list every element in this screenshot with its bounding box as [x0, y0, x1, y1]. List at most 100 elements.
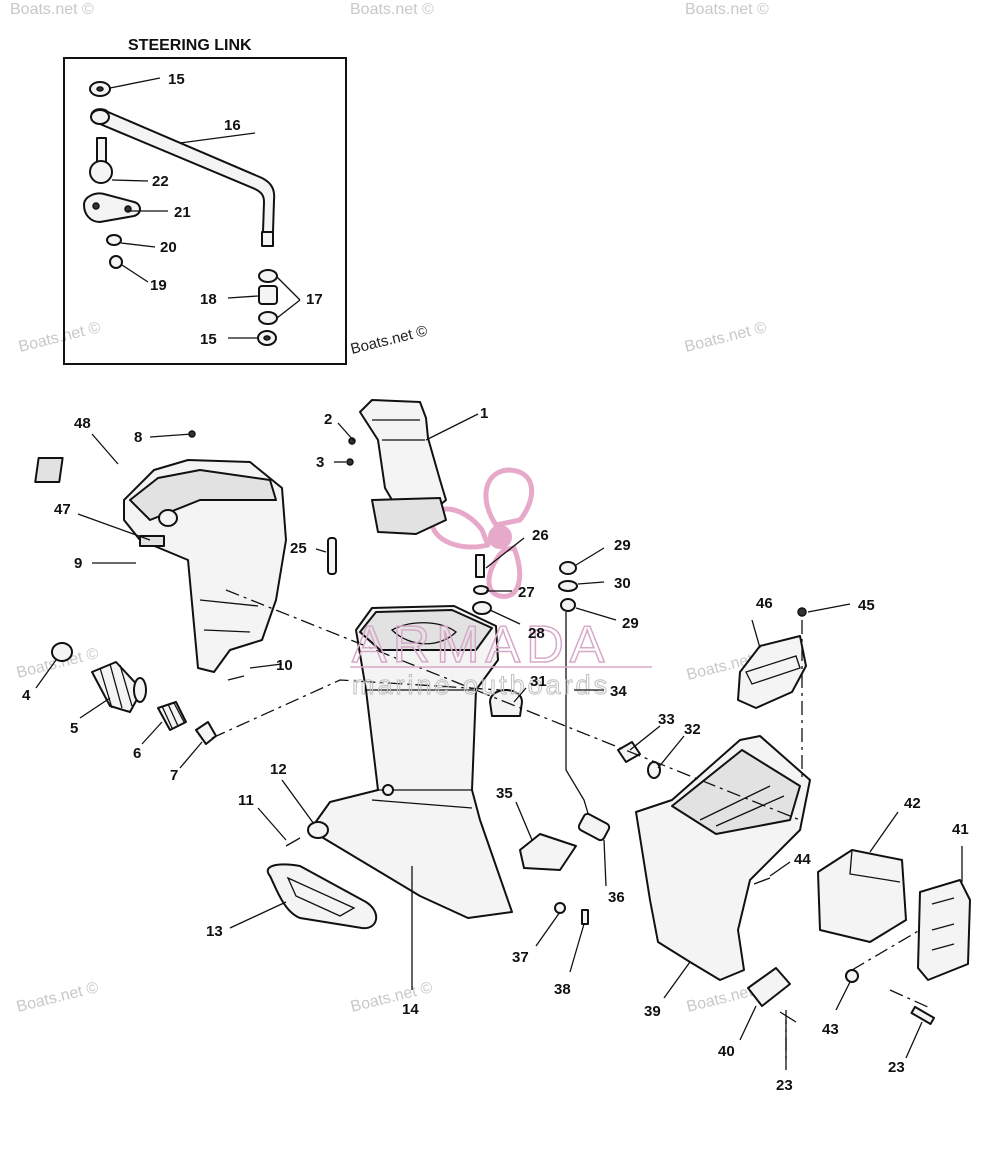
part-48-decal: [34, 457, 64, 483]
part-37-washer: [554, 902, 566, 914]
label-part-11: 11: [238, 792, 254, 809]
label-part-37: 37: [512, 949, 529, 966]
label-part-16: 16: [224, 117, 241, 134]
main-assembly: [34, 399, 971, 1060]
label-part-15: 15: [168, 71, 185, 88]
part-7-grommet: [195, 721, 217, 745]
part-1-exhaust-tube: [359, 399, 447, 511]
label-part-28: 28: [528, 625, 545, 642]
label-part-15: 15: [200, 331, 217, 348]
part-21-bracket: [83, 192, 141, 223]
part-25-pin: [327, 537, 337, 575]
label-part-38: 38: [554, 981, 571, 998]
part-12-plug: [307, 821, 329, 839]
part-36-connector: [577, 812, 611, 842]
part-13-seal: [266, 863, 377, 930]
label-part-8: 8: [134, 429, 142, 446]
label-part-5: 5: [70, 720, 78, 737]
label-part-20: 20: [160, 239, 177, 256]
label-part-1: 1: [480, 405, 488, 422]
label-part-17: 17: [306, 291, 323, 308]
part-3-screw: [346, 458, 354, 466]
label-part-39: 39: [644, 1003, 661, 1020]
watermark: Boats.net ©: [10, 1, 94, 18]
part-18-bushing: [258, 285, 278, 305]
part-30-washer: [558, 580, 578, 592]
part-22-ball-stud: [96, 137, 107, 163]
label-part-25: 25: [290, 540, 307, 557]
watermark: Boats.net ©: [17, 319, 103, 356]
part-19-nut: [109, 255, 123, 269]
label-part-29: 29: [622, 615, 639, 632]
label-part-34: 34: [610, 683, 627, 700]
label-part-44: 44: [794, 851, 811, 868]
label-part-33: 33: [658, 711, 675, 728]
label-part-26: 26: [532, 527, 549, 544]
part-38-screw: [581, 909, 589, 925]
label-part-46: 46: [756, 595, 773, 612]
watermark: Boats.net ©: [350, 1, 434, 18]
label-part-42: 42: [904, 795, 921, 812]
part-42-cover: [817, 849, 907, 943]
part-4-cap: [51, 642, 73, 662]
label-part-31: 31: [530, 673, 547, 690]
part-28-washer: [472, 601, 492, 615]
part-6-spring: [157, 701, 187, 731]
part-23-screw: [910, 1005, 936, 1025]
label-part-7: 7: [170, 767, 178, 784]
leader-lines: [35, 77, 963, 1070]
brand-tagline: marine outboards: [352, 670, 610, 700]
label-part-41: 41: [952, 821, 969, 838]
inset-frame: [63, 57, 347, 365]
label-part-29: 29: [614, 537, 631, 554]
label-part-13: 13: [206, 923, 223, 940]
label-part-6: 6: [133, 745, 141, 762]
label-part-27: 27: [518, 584, 535, 601]
watermark: Boats.net ©: [349, 322, 429, 358]
part-labels: 15 16 22 21 20 19 18 17 15 48 8 47 9 10 …: [22, 71, 969, 1094]
inset-title: STEERING LINK: [128, 37, 252, 54]
label-part-10: 10: [276, 657, 293, 674]
part-8-screw: [188, 430, 196, 438]
part-20-washer: [106, 234, 122, 246]
label-part-36: 36: [608, 889, 625, 906]
label-part-43: 43: [822, 1021, 839, 1038]
watermark: Boats.net ©: [685, 1, 769, 18]
label-part-9: 9: [74, 555, 82, 572]
part-34-shift-rod: [565, 612, 591, 821]
label-part-47: 47: [54, 501, 71, 518]
brand-name: ARMADA: [352, 616, 610, 674]
label-part-14: 14: [402, 1001, 419, 1018]
label-part-30: 30: [614, 575, 631, 592]
watermark: Boats.net ©: [15, 979, 101, 1016]
label-part-12: 12: [270, 761, 287, 778]
part-35-plate: [519, 833, 577, 871]
label-part-48: 48: [74, 415, 91, 432]
label-part-19: 19: [150, 277, 167, 294]
label-part-4: 4: [22, 687, 31, 704]
part-45-screw: [797, 607, 807, 617]
part-31-grommet: [489, 689, 523, 717]
part-43-nut: [845, 969, 859, 983]
part-41-anode: [917, 879, 971, 981]
label-part-18: 18: [200, 291, 217, 308]
part-26-bolt: [475, 554, 485, 578]
watermark: Boats.net ©: [683, 319, 769, 356]
part-29-nut: [559, 561, 577, 575]
label-part-23: 23: [888, 1059, 905, 1076]
part-27-washer: [473, 585, 489, 595]
part-40-bracket: [747, 967, 791, 1007]
label-part-32: 32: [684, 721, 701, 738]
label-part-21: 21: [174, 204, 191, 221]
label-part-23: 23: [776, 1077, 793, 1094]
label-part-22: 22: [152, 173, 169, 190]
part-32-washer: [647, 761, 661, 779]
watermark: Boats.net ©: [349, 979, 435, 1016]
part-17-washer: [258, 269, 278, 283]
part-46-cover: [737, 635, 807, 709]
label-part-35: 35: [496, 785, 513, 802]
label-part-45: 45: [858, 597, 875, 614]
label-part-2: 2: [324, 411, 332, 428]
label-part-40: 40: [718, 1043, 735, 1060]
